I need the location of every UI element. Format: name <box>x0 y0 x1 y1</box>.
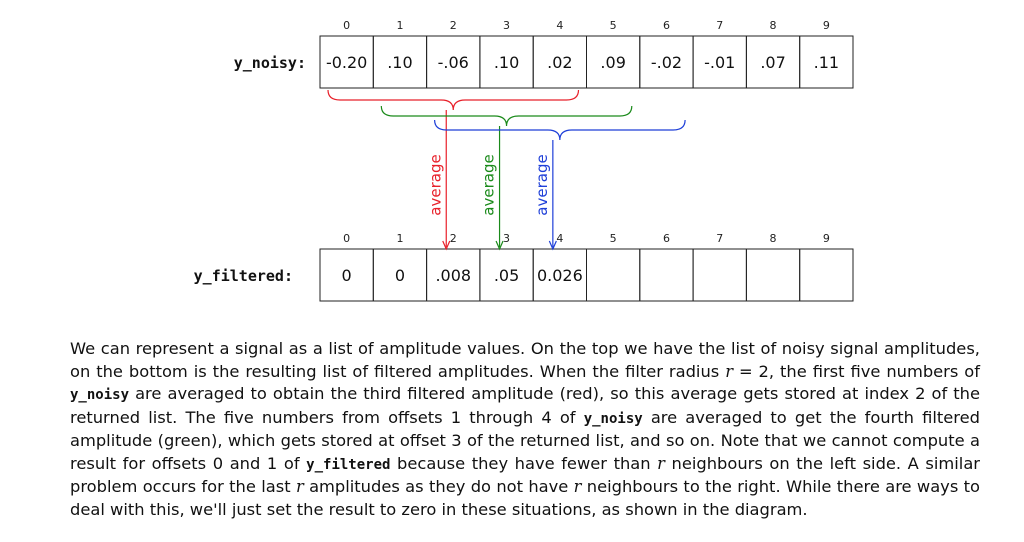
average-label: average <box>533 154 551 215</box>
filtered-cell <box>799 248 854 302</box>
filter-diagram: y_noisy: y_filtered: 0 -0.20 1 .10 2 -.06 3 .10… <box>194 19 854 302</box>
noisy-value: .09 <box>600 53 625 72</box>
noisy-index: 5 <box>610 19 617 32</box>
filtered-cell <box>639 248 694 302</box>
noisy-index: 6 <box>663 19 670 32</box>
filtered-cell <box>745 248 801 302</box>
noisy-value: -.01 <box>704 53 735 72</box>
filtered-index: 8 <box>770 232 777 245</box>
noisy-index: 7 <box>716 19 723 32</box>
noisy-index: 9 <box>823 19 830 32</box>
filtered-value: 0 <box>395 266 405 285</box>
noisy-value: -0.20 <box>326 53 367 72</box>
noisy-value: -.02 <box>651 53 682 72</box>
noisy-value: .11 <box>814 53 839 72</box>
average-brace <box>434 119 686 141</box>
arrow-head <box>548 240 557 251</box>
average-label: average <box>480 154 498 215</box>
filtered-index: 3 <box>503 232 510 245</box>
filtered-index: 9 <box>823 232 830 245</box>
filtered-label: y_filtered: <box>194 267 293 285</box>
noisy-array: 0 -0.20 1 .10 2 -.06 3 .10 4 .02 5 .09 6 -.02 7 -.01 8 .0… <box>319 19 854 89</box>
noisy-value: .10 <box>494 53 519 72</box>
filtered-index: 6 <box>663 232 670 245</box>
filtered-cell <box>692 248 747 302</box>
filtered-index: 1 <box>396 232 403 245</box>
filtered-index: 2 <box>450 232 457 245</box>
filtered-value: 0 <box>342 266 352 285</box>
noisy-index: 4 <box>556 19 563 32</box>
filtered-index: 0 <box>343 232 350 245</box>
caption: We can represent a signal as a list of a… <box>70 339 980 519</box>
average-braces: average average average <box>327 89 686 251</box>
noisy-value: .07 <box>760 53 785 72</box>
filtered-value: .05 <box>494 266 519 285</box>
noisy-index: 8 <box>770 19 777 32</box>
noisy-cell <box>799 35 854 89</box>
filtered-array: 0 0 1 0 2 .008 3 .05 4 0.026 5 6 7 8 9 <box>319 232 854 302</box>
noisy-value: -.06 <box>438 53 469 72</box>
average-brace <box>380 105 633 127</box>
noisy-index: 2 <box>450 19 457 32</box>
filtered-value: .008 <box>435 266 471 285</box>
noisy-index: 1 <box>396 19 403 32</box>
noisy-label: y_noisy: <box>234 54 306 72</box>
filtered-index: 5 <box>610 232 617 245</box>
arrow-head <box>495 240 504 251</box>
filtered-value: 0.026 <box>537 266 583 285</box>
filtered-index: 7 <box>716 232 723 245</box>
filtered-cell <box>586 248 641 302</box>
noisy-index: 3 <box>503 19 510 32</box>
average-label: average <box>426 154 444 215</box>
filtered-index: 4 <box>556 232 563 245</box>
noisy-index: 0 <box>343 19 350 32</box>
arrow-head <box>442 240 451 251</box>
average-brace <box>327 89 580 111</box>
noisy-value: .02 <box>547 53 572 72</box>
noisy-value: .10 <box>387 53 412 72</box>
